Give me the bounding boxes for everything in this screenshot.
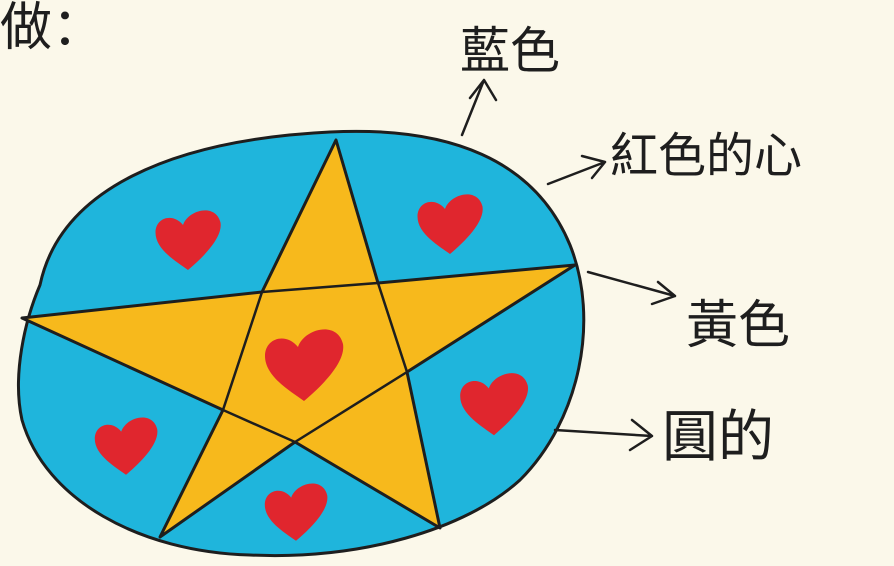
label-round-shape: 圓的 [662,405,774,470]
heart-bottom [264,483,328,541]
heart-left [94,417,158,475]
label-yellow-color: 黃色 [686,296,791,356]
heart-top-left [155,210,221,270]
heart-icon [264,483,328,541]
heart-right [460,373,529,436]
arrow-shape-label [553,418,654,452]
heart-icon [94,417,158,475]
arrow-heart-label [546,154,607,186]
heart-icon [460,373,529,436]
arrow-yellow-label [586,270,677,306]
heart-icon [155,210,221,270]
star-inner-lines [221,281,409,444]
heart-top-right [417,194,483,254]
arrow-blue-label [460,78,498,137]
label-red-hearts: 紅色的心 [610,128,803,184]
heading-text: 做： [0,0,105,58]
heart-center [265,329,344,401]
heart-icon [265,329,344,401]
label-blue-color: 藍色 [460,22,560,80]
heart-icon [417,194,483,254]
